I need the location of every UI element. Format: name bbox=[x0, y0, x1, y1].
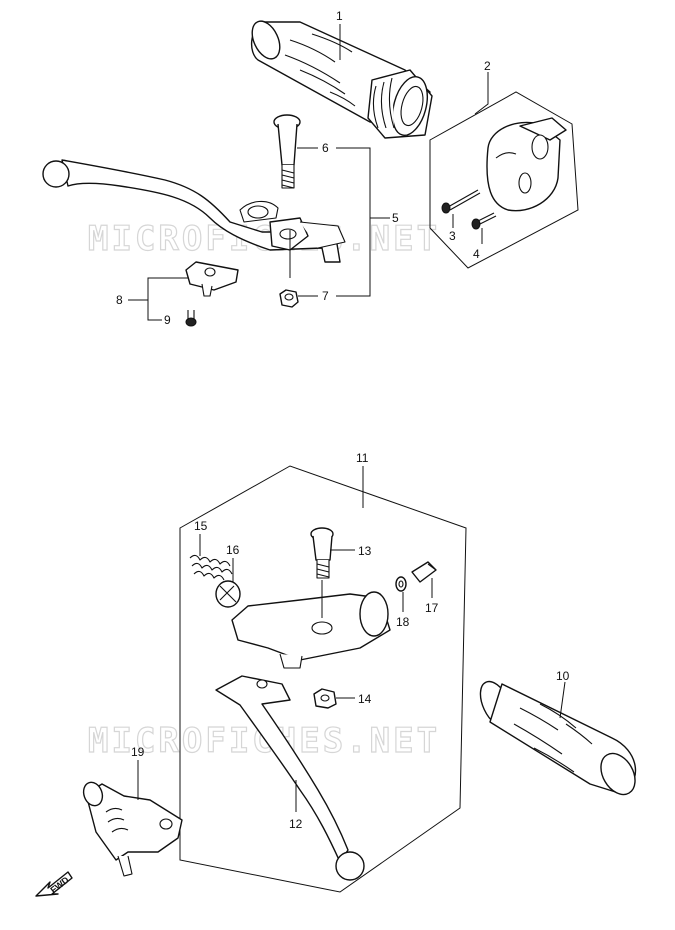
part-7-nut[interactable] bbox=[279, 289, 299, 308]
callout-17: 17 bbox=[425, 601, 439, 615]
part-14-nut[interactable] bbox=[313, 688, 337, 709]
part-18-washer[interactable] bbox=[395, 576, 407, 592]
part-2-switch-housing[interactable] bbox=[429, 91, 579, 269]
part-8-brake-switch[interactable] bbox=[185, 261, 239, 297]
callout-labels: 1 2 3 4 5 6 7 8 9 10 11 12 13 14 15 16 1… bbox=[116, 9, 570, 831]
part-5-brake-lever[interactable] bbox=[42, 159, 346, 263]
callout-3: 3 bbox=[449, 229, 456, 243]
callout-18: 18 bbox=[396, 615, 410, 629]
callout-19: 19 bbox=[131, 745, 145, 759]
part-19-clutch-switch[interactable] bbox=[80, 780, 183, 877]
part-4-screw[interactable] bbox=[471, 212, 497, 230]
part-10-left-grip[interactable] bbox=[474, 677, 642, 801]
part-3-screw[interactable] bbox=[441, 189, 481, 214]
callout-9: 9 bbox=[164, 313, 171, 327]
fwd-arrow-icon: FWD bbox=[35, 871, 73, 897]
callout-10: 10 bbox=[556, 669, 570, 683]
callout-16: 16 bbox=[226, 543, 240, 557]
part-12-clutch-lever[interactable] bbox=[215, 675, 365, 881]
part-11-clutch-lever-assembly[interactable] bbox=[179, 465, 467, 893]
part-15-spring[interactable] bbox=[189, 554, 233, 581]
part-17-bolt[interactable] bbox=[411, 561, 437, 583]
callout-4: 4 bbox=[473, 247, 480, 261]
callout-6: 6 bbox=[322, 141, 329, 155]
callout-11: 11 bbox=[356, 451, 369, 465]
callout-5: 5 bbox=[392, 211, 399, 225]
part-16-adjuster[interactable] bbox=[215, 580, 241, 608]
callout-14: 14 bbox=[358, 692, 372, 706]
callout-2: 2 bbox=[484, 59, 491, 73]
leader-lines bbox=[128, 24, 566, 812]
part-13-pivot-bolt[interactable] bbox=[310, 527, 334, 579]
clutch-perch-bracket[interactable] bbox=[231, 591, 391, 669]
part-9-screw[interactable] bbox=[185, 310, 197, 327]
callout-1: 1 bbox=[336, 9, 343, 23]
callout-13: 13 bbox=[358, 544, 372, 558]
callout-7: 7 bbox=[322, 289, 329, 303]
part-1-throttle-grip[interactable] bbox=[247, 17, 434, 139]
callout-8: 8 bbox=[116, 293, 123, 307]
callout-15: 15 bbox=[194, 519, 208, 533]
callout-12: 12 bbox=[289, 817, 303, 831]
part-6-pivot-bolt[interactable] bbox=[273, 114, 301, 189]
